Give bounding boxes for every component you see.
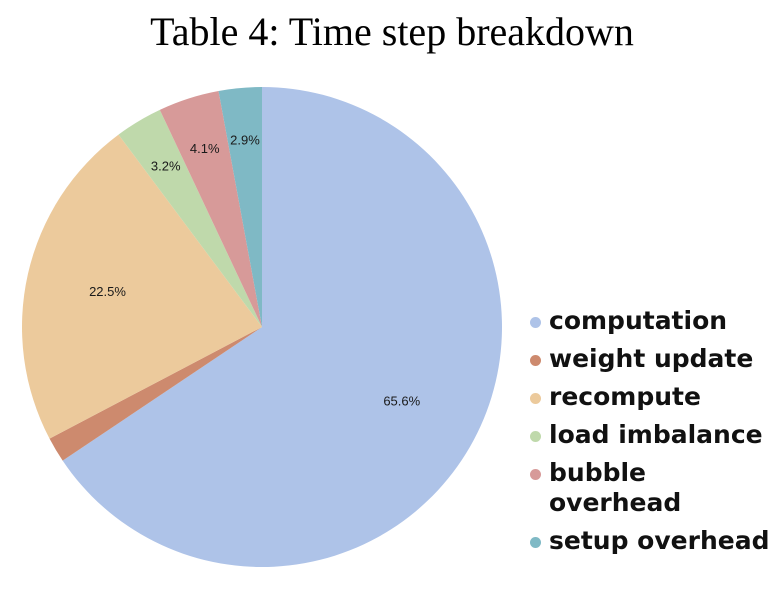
pie-slice-bubble-overhead	[159, 90, 262, 328]
pie-slice-computation	[62, 87, 503, 567]
chart-title: Table 4: Time step breakdown	[150, 9, 634, 54]
legend-label: load imbalance	[549, 420, 763, 449]
legend: computation weight update recompute load im…	[530, 306, 784, 564]
data-label-setup-overhead: 2.9%	[230, 133, 260, 148]
legend-label: recompute	[549, 382, 701, 411]
legend-swatch	[530, 317, 541, 328]
legend-swatch	[530, 355, 541, 366]
pie-slice-setup-overhead	[218, 87, 262, 327]
data-label-recompute: 22.5%	[89, 284, 126, 299]
pie-slice-weight-update	[49, 327, 262, 461]
legend-label: bubble overhead	[549, 458, 682, 517]
legend-item-load-imbalance: load imbalance	[530, 420, 784, 450]
legend-item-setup-overhead: setup overhead	[530, 526, 784, 556]
pie-slice-recompute	[21, 134, 263, 439]
data-label-bubble-overhead: 4.1%	[190, 141, 220, 156]
legend-item-bubble-overhead: bubble overhead	[530, 458, 784, 518]
legend-label: computation	[549, 306, 728, 335]
legend-swatch	[530, 431, 541, 442]
pie-slice-load-imbalance	[118, 109, 262, 327]
legend-label: weight update	[549, 344, 754, 373]
data-label-computation: 65.6%	[383, 394, 420, 409]
legend-item-computation: computation	[530, 306, 784, 336]
legend-label: setup overhead	[549, 526, 770, 555]
data-label-load-imbalance: 3.2%	[151, 158, 181, 173]
legend-item-weight-update: weight update	[530, 344, 784, 374]
legend-swatch	[530, 537, 541, 548]
legend-swatch	[530, 469, 541, 480]
legend-item-recompute: recompute	[530, 382, 784, 412]
legend-swatch	[530, 393, 541, 404]
